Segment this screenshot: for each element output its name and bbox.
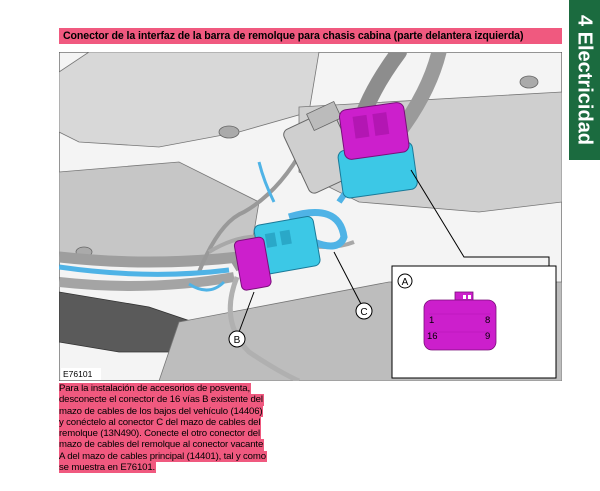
callout-c-marker xyxy=(355,302,373,320)
instruction-line: mazo de cables de los bajos del vehículo… xyxy=(59,405,264,417)
callout-c-label: C xyxy=(360,307,367,318)
pin-label-bottom-right: 9 xyxy=(485,331,490,342)
callout-a-label: A xyxy=(402,277,409,288)
connector-b-c-in-vehicle xyxy=(233,216,321,291)
connector-a-in-vehicle xyxy=(337,102,418,199)
harness-tube xyxy=(59,251,240,268)
chapter-tab xyxy=(569,0,600,160)
callout-b-marker xyxy=(228,330,246,348)
pin-label-top-left: 1 xyxy=(429,315,434,326)
pin-label-top-right: 8 xyxy=(485,315,490,326)
figure-id-label: E76101 xyxy=(63,369,93,379)
pin-label-bottom-left: 16 xyxy=(427,331,438,342)
instruction-line: A del mazo de cables principal (14401), … xyxy=(59,450,267,463)
callout-b-label: B xyxy=(234,335,241,346)
instruction-line: y conéctelo al conector C del mazo de ca… xyxy=(59,416,262,429)
callout-a-marker xyxy=(397,273,413,289)
callout-c-leader xyxy=(333,251,362,305)
chassis-frame-upper xyxy=(59,52,320,148)
section-title: Conector de la interfaz de la barra de r… xyxy=(59,28,562,44)
bolt-head xyxy=(519,75,539,89)
bolt-head xyxy=(218,125,240,139)
blue-wire xyxy=(257,161,276,203)
connector-a-face xyxy=(423,291,497,351)
callout-a-leader xyxy=(410,169,550,267)
instruction-line: remolque (13N490). Conecte el otro conec… xyxy=(59,428,261,440)
grey-inline-connector-latch xyxy=(306,100,342,132)
instruction-text: Para la instalación de accesorios de pos… xyxy=(59,383,304,474)
harness-tube xyxy=(227,276,301,381)
chapter-tab-label: 4 Electricidad xyxy=(573,14,596,146)
instruction-line: se muestra en E76101. xyxy=(59,462,157,474)
blue-wire xyxy=(188,280,226,292)
instruction-line: Para la instalación de accesorios de pos… xyxy=(59,383,251,395)
figure-id-box xyxy=(61,368,101,380)
instruction-line: desconecte el conector de 16 vías B exis… xyxy=(59,394,264,406)
wiring-illustration: B C A 1 8 16 9 E76101 xyxy=(59,52,562,381)
harness-tube xyxy=(59,272,235,291)
callout-b-leader xyxy=(238,291,255,333)
grey-cable xyxy=(197,146,306,273)
instruction-line: mazo de cables del remolque al conector … xyxy=(59,439,265,451)
blue-wire xyxy=(59,264,230,277)
blue-wire-loop xyxy=(287,209,348,250)
